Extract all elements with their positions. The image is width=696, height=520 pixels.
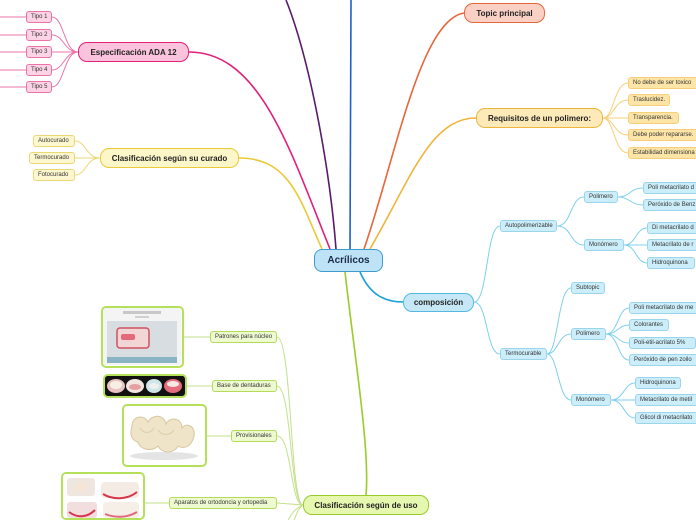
termo-polimero-node[interactable]: Polimero: [571, 328, 606, 340]
edge-root-topic: [363, 12, 465, 250]
termo-polimero-item[interactable]: Poli metacrilato de me: [629, 302, 696, 314]
edges-ada: [0, 16, 79, 88]
auto-monomero-item[interactable]: Metacrilato de r: [647, 239, 696, 251]
uso-item[interactable]: Provisionales: [231, 430, 277, 442]
termo-polimero-item[interactable]: Peróxido de pen zoilo: [629, 354, 696, 366]
requisito-item[interactable]: Transparencia.: [628, 112, 679, 124]
uso-item[interactable]: Patrones para núcleo: [210, 331, 277, 343]
curado-item[interactable]: Autocurado: [33, 135, 75, 147]
base-dentaduras-image: [103, 374, 187, 398]
ada-node[interactable]: Especificación ADA 12: [78, 42, 189, 62]
termo-monomero-item[interactable]: Glicol di metacrilato: [635, 412, 696, 424]
requisito-item[interactable]: Traslucidez.: [628, 94, 670, 106]
requisito-item[interactable]: No debe de ser toxico: [628, 77, 696, 89]
termo-polimero-item[interactable]: Colorantes: [629, 319, 669, 331]
auto-monomero-item[interactable]: Hidroquinona: [647, 257, 695, 269]
requisitos-node[interactable]: Requisitos de un polimero:: [476, 108, 603, 128]
requisito-item[interactable]: Debe poder repararse.: [628, 129, 696, 141]
composicion-node[interactable]: composición: [403, 293, 474, 312]
auto-polimero-item[interactable]: Peróxido de Benz: [643, 199, 696, 211]
edge-root-ada: [188, 51, 331, 250]
patrones-nucleo-image: [101, 306, 184, 368]
provisionales-image: [122, 404, 207, 467]
root-node[interactable]: Acrílicos: [314, 249, 383, 272]
subtopic-node[interactable]: Subtopic: [571, 282, 605, 294]
termo-monomero-node[interactable]: Monómero: [571, 394, 611, 406]
termo-monomero-item[interactable]: Metacrilato de metil: [635, 394, 696, 406]
ada-tipo-item[interactable]: Tipo 1: [26, 11, 52, 23]
uso-item[interactable]: Base de dentaduras: [212, 380, 277, 392]
uso-node[interactable]: Clasificación según de uso: [303, 495, 429, 515]
autopolimerizable-node[interactable]: Autopolimerizable: [500, 220, 557, 232]
topic-principal-node[interactable]: Topic principal: [464, 3, 545, 23]
auto-polimero-node[interactable]: Polimero: [584, 191, 618, 203]
edges-requisitos: [602, 82, 629, 154]
curado-item[interactable]: Termocurado: [29, 152, 75, 164]
edge-root-requisitos: [369, 117, 477, 250]
edge-root-composicion: [359, 271, 404, 303]
termocurable-node[interactable]: Termocurable: [500, 348, 547, 360]
curado-node[interactable]: Clasificación según su curado: [100, 148, 239, 168]
aparatos-ortodoncia-image: [61, 472, 145, 520]
edge-root-offcanvas-blue: [349, 0, 352, 250]
auto-monomero-node[interactable]: Monómero: [584, 239, 624, 251]
requisito-item[interactable]: Estabilidad dimensiona: [628, 147, 696, 159]
ada-tipo-item[interactable]: Tipo 3: [26, 46, 52, 58]
edges-curado: [74, 140, 101, 176]
ada-tipo-item[interactable]: Tipo 4: [26, 64, 52, 76]
edge-root-curado: [238, 157, 323, 250]
termo-polimero-item[interactable]: Poli-etil-acrilato 5%: [629, 337, 696, 349]
auto-monomero-item[interactable]: Di metacrilato d: [647, 222, 696, 234]
edge-root-uso: [344, 271, 368, 496]
ada-tipo-item[interactable]: Tipo 2: [26, 29, 52, 41]
edges-uso: [145, 336, 304, 520]
edge-root-offcanvas-purple: [285, 0, 337, 250]
edges-composicion: [473, 187, 648, 419]
curado-item[interactable]: Fotocurado: [33, 169, 75, 181]
uso-item[interactable]: Aparatos de ortodoncia y ortopedia: [169, 497, 277, 509]
ada-tipo-item[interactable]: Tipo 5: [26, 81, 52, 93]
auto-polimero-item[interactable]: Poli metacrilato d: [643, 182, 696, 194]
termo-monomero-item[interactable]: Hidroquinona: [635, 377, 681, 389]
